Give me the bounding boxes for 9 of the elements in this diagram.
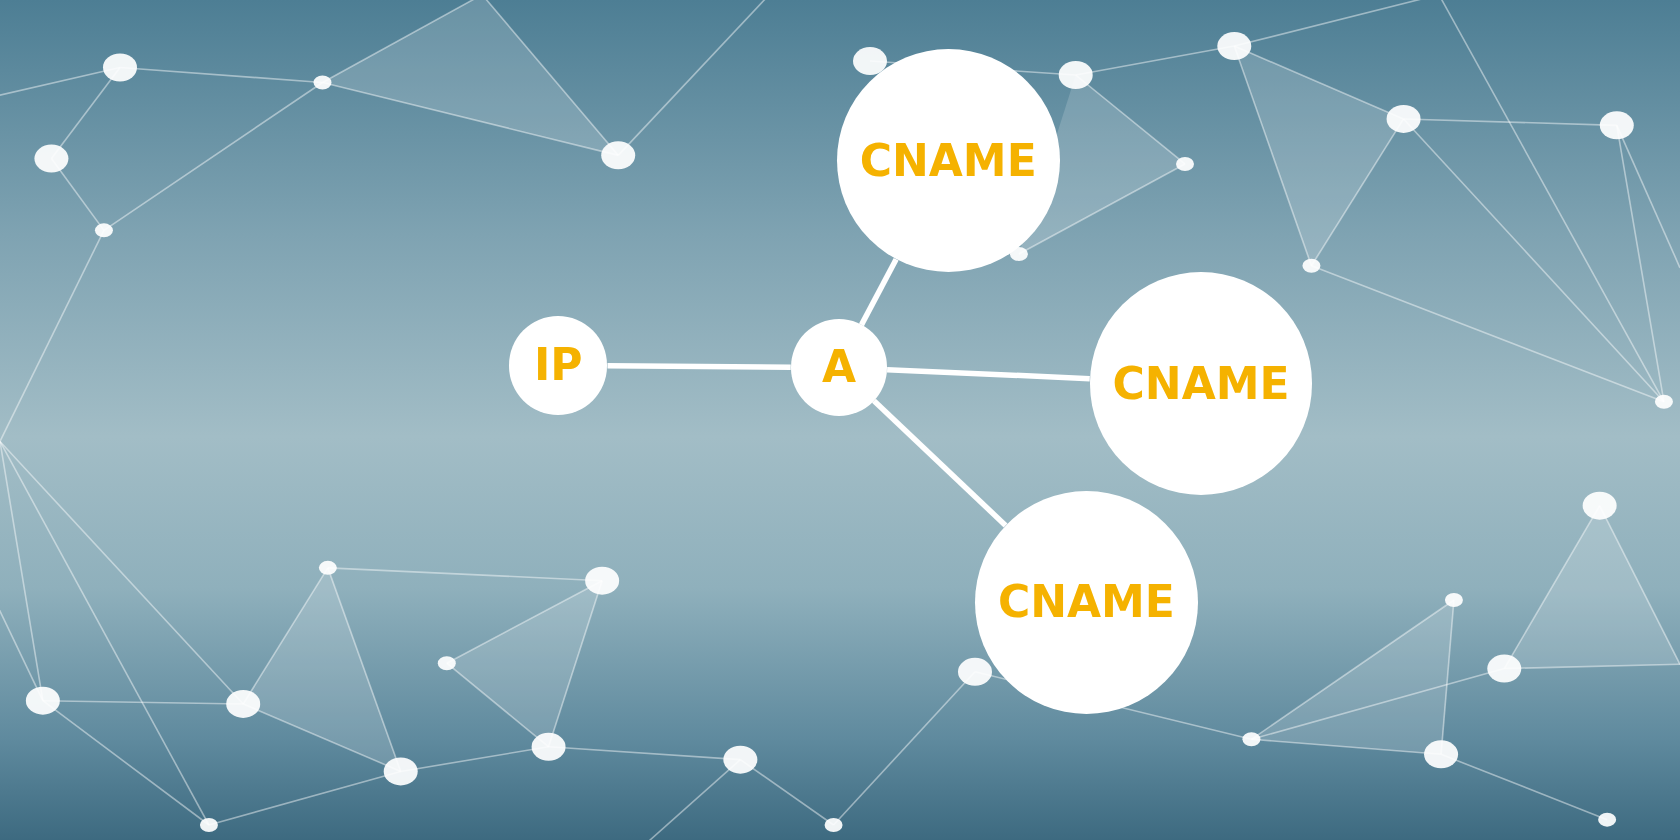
node-label: CNAME [859,138,1037,183]
node-label: CNAME [997,580,1175,625]
connector-line [607,363,791,370]
connector-line [872,398,1008,528]
node-label: IP [533,343,583,388]
node-label: A [821,345,856,390]
connector-line [887,366,1090,382]
node-label: CNAME [1112,361,1290,406]
connector-line [859,257,899,327]
